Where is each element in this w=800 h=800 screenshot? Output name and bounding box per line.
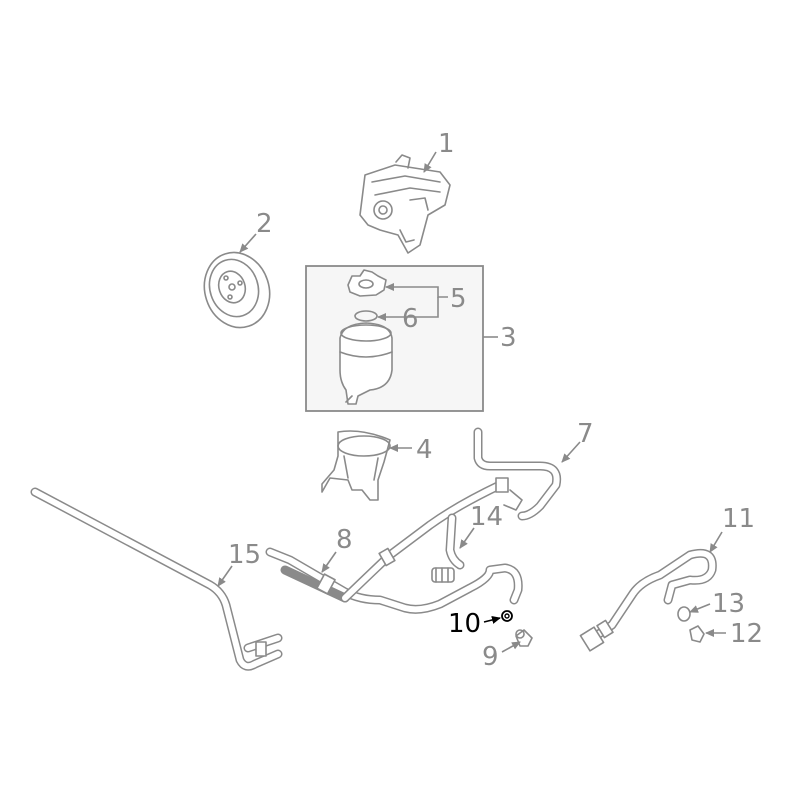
callout-10[interactable]: 10 (448, 609, 481, 639)
cooler-line[interactable] (30, 487, 283, 671)
callout-12[interactable]: 12 (730, 619, 763, 649)
power-steering-pump[interactable] (359, 154, 451, 254)
leader-5b (398, 297, 439, 318)
leader-2 (239, 233, 257, 253)
high-pressure-line[interactable] (579, 548, 717, 652)
callout-13[interactable]: 13 (712, 589, 745, 619)
leader-10 (483, 616, 501, 624)
line-fitting[interactable] (689, 625, 705, 643)
return-line[interactable] (431, 513, 465, 583)
callout-5[interactable]: 5 (450, 284, 467, 314)
leader-15 (217, 565, 233, 587)
callout-3[interactable]: 3 (500, 323, 517, 353)
leader-8 (321, 551, 337, 573)
callout-15[interactable]: 15 (228, 540, 261, 570)
callout-4[interactable]: 4 (416, 435, 433, 465)
reservoir-assembly-box (305, 265, 484, 412)
sealing-washer[interactable] (501, 610, 513, 622)
leader-14 (459, 527, 475, 549)
callout-8[interactable]: 8 (336, 525, 353, 555)
o-ring[interactable] (677, 606, 691, 622)
callout-6[interactable]: 6 (402, 304, 419, 334)
reservoir-tank[interactable] (339, 322, 393, 405)
callout-14[interactable]: 14 (470, 502, 503, 532)
pulley[interactable] (195, 244, 279, 336)
suction-hose[interactable] (473, 427, 562, 521)
callout-9[interactable]: 9 (482, 642, 499, 672)
pressure-hose[interactable] (265, 477, 523, 614)
callout-1[interactable]: 1 (438, 129, 455, 159)
leader-1 (423, 151, 437, 173)
reservoir-bracket[interactable] (321, 430, 391, 501)
leader-11 (709, 531, 723, 553)
reservoir-cap[interactable] (347, 269, 387, 297)
leader-7 (561, 441, 581, 463)
leader-9 (501, 641, 521, 653)
callout-11[interactable]: 11 (722, 504, 755, 534)
leader-13 (689, 603, 711, 613)
leader-5 (385, 283, 448, 298)
callout-7[interactable]: 7 (577, 419, 594, 449)
callout-2[interactable]: 2 (256, 209, 273, 239)
